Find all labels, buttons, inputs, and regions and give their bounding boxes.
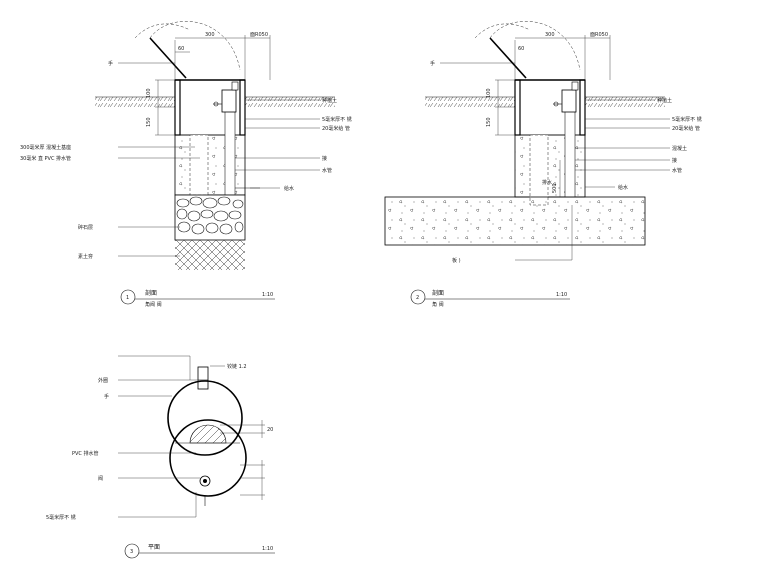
label-valve: 5毫米厚不 锈 bbox=[322, 116, 352, 123]
ground-soil-left bbox=[95, 97, 175, 107]
dim-b-d2: 150 bbox=[486, 117, 492, 127]
box-wall-right bbox=[239, 79, 246, 136]
lid-circle bbox=[167, 380, 243, 456]
water-supply-pipe bbox=[224, 109, 236, 196]
label-water-in-d2: 给水 bbox=[618, 184, 628, 191]
dim-width-2: 面R050 bbox=[250, 32, 268, 38]
dim-cover: 60 bbox=[178, 46, 184, 52]
label-drain-d2: 排水 bbox=[542, 179, 552, 186]
dim-b: 150 bbox=[146, 117, 152, 127]
concrete-slab bbox=[384, 196, 646, 246]
label-hand-d2: 手 bbox=[430, 60, 435, 67]
box-wall-left-2 bbox=[514, 79, 521, 136]
label-hinge: 铰链 1.2 bbox=[227, 363, 247, 370]
box-wall-left bbox=[174, 79, 181, 136]
label-cover-plan: 5毫米厚不 锈 bbox=[46, 514, 76, 521]
detail-2-number: 2 bbox=[416, 295, 419, 301]
detail-3-number: 3 bbox=[130, 549, 133, 555]
detail-1-scale: 1:10 bbox=[262, 292, 273, 298]
ground-soil-right bbox=[245, 97, 335, 107]
label-concrete: 300毫米厚 混凝土基座 bbox=[20, 144, 71, 151]
box-circle bbox=[169, 419, 247, 497]
label-pvc-plan: PVC 排水管 bbox=[72, 450, 99, 457]
lid-open-2 bbox=[489, 37, 527, 79]
detail-1-subtitle: 角阀 阀 bbox=[145, 301, 162, 308]
detail-3-title: 平面 bbox=[148, 544, 160, 551]
label-hand-plan: 手 bbox=[104, 393, 109, 400]
detail-3-plan: 20 铰链 1.2 外圈 手 PVC 排水管 阀 5毫米厚不 锈 3 平面 1:… bbox=[46, 355, 275, 559]
dim-20: 20 bbox=[267, 427, 273, 433]
ground-soil-left-2 bbox=[425, 97, 515, 107]
dim-width-2-d2: 面R050 bbox=[590, 32, 608, 38]
label-valve-plan: 阀 bbox=[98, 475, 103, 482]
valve-body-2 bbox=[561, 89, 577, 113]
dim-cover-d2: 60 bbox=[518, 46, 524, 52]
label-hand: 手 bbox=[108, 60, 113, 67]
detail-3-number-circle bbox=[124, 543, 140, 559]
label-slab-d2: 板 ) bbox=[452, 257, 461, 264]
ground-soil-right-2 bbox=[585, 97, 665, 107]
detail-2-number-circle bbox=[410, 289, 426, 305]
label-soil: 种植土 bbox=[322, 97, 337, 104]
detail-2-subtitle: 角 阀 bbox=[432, 301, 444, 308]
detail-1-title: 剖面 bbox=[145, 289, 157, 297]
label-joint-d2: 接 bbox=[672, 157, 677, 164]
label-pipe-20-d2: 20毫米给 管 bbox=[672, 125, 700, 132]
water-supply-pipe-2 bbox=[564, 109, 576, 198]
label-joint: 接 bbox=[322, 155, 327, 162]
detail-2-section: 300 面R050 60 100 150 500 手 种植土 5毫米厚不 锈 2… bbox=[384, 21, 702, 308]
label-base: 素土夯 bbox=[78, 253, 93, 260]
detail-1-number: 1 bbox=[126, 295, 129, 301]
pvc-drain-pipe bbox=[189, 134, 209, 196]
detail-2-title: 剖面 bbox=[432, 289, 444, 297]
label-pipe-20: 20毫米给 管 bbox=[322, 125, 350, 132]
label-water-in: 给水 bbox=[284, 185, 294, 192]
label-gravel: 碎石层 bbox=[78, 224, 93, 231]
label-soil-d2: 种植土 bbox=[657, 97, 672, 104]
pvc-drain-pipe-2 bbox=[529, 134, 549, 206]
box-wall-right-2 bbox=[579, 79, 586, 136]
label-water-pipe: 水管 bbox=[322, 167, 332, 174]
detail-1-section: 300 面R050 60 100 150 手 300毫米厚 混凝土基座 30毫米… bbox=[20, 21, 352, 308]
detail-1-number-circle bbox=[120, 289, 136, 305]
label-ring: 外圈 bbox=[98, 377, 108, 384]
lid-open bbox=[149, 37, 187, 79]
pvc-hatch bbox=[189, 424, 227, 444]
dim-a-d2: 100 bbox=[486, 88, 492, 98]
label-pvc: 30毫米 直 PVC 排水管 bbox=[20, 155, 71, 162]
detail-2-scale: 1:10 bbox=[556, 292, 567, 298]
label-water-pipe-d2: 水管 bbox=[672, 167, 682, 174]
label-valve-d2: 5毫米厚不 锈 bbox=[672, 116, 702, 123]
hinge-tab bbox=[197, 366, 209, 390]
dim-c-d2: 500 bbox=[552, 183, 558, 193]
dim-a: 100 bbox=[146, 88, 152, 98]
valve-body bbox=[221, 89, 237, 113]
gravel-layer bbox=[174, 194, 246, 241]
dim-width: 300 bbox=[205, 32, 215, 38]
dim-width-d2: 300 bbox=[545, 32, 555, 38]
detail-3-scale: 1:10 bbox=[262, 546, 273, 552]
label-concrete-d2: 混凝土 bbox=[672, 145, 687, 152]
